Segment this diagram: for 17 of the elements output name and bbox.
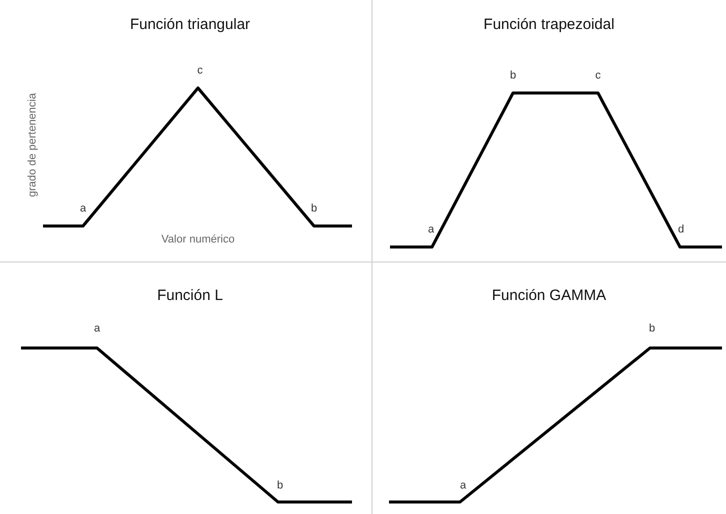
panel-title: Función L bbox=[157, 287, 223, 305]
point-label: c bbox=[595, 69, 601, 83]
point-label: a bbox=[94, 322, 100, 336]
panel-title: Función triangular bbox=[130, 16, 250, 34]
point-label: b bbox=[310, 202, 318, 216]
point-label: b bbox=[276, 479, 284, 493]
point-label: d bbox=[678, 223, 684, 237]
point-label: b bbox=[648, 322, 656, 336]
panel-title: Función GAMMA bbox=[492, 287, 606, 305]
point-label: a bbox=[460, 479, 466, 493]
axis-label: grado de pertenencia bbox=[26, 93, 40, 197]
point-label: c bbox=[197, 64, 203, 78]
panel-title: Función trapezoidal bbox=[484, 16, 614, 34]
axis-label: Valor numérico bbox=[161, 233, 235, 247]
point-label: a bbox=[428, 223, 434, 237]
point-label: a bbox=[80, 202, 86, 216]
point-label: b bbox=[510, 69, 516, 83]
